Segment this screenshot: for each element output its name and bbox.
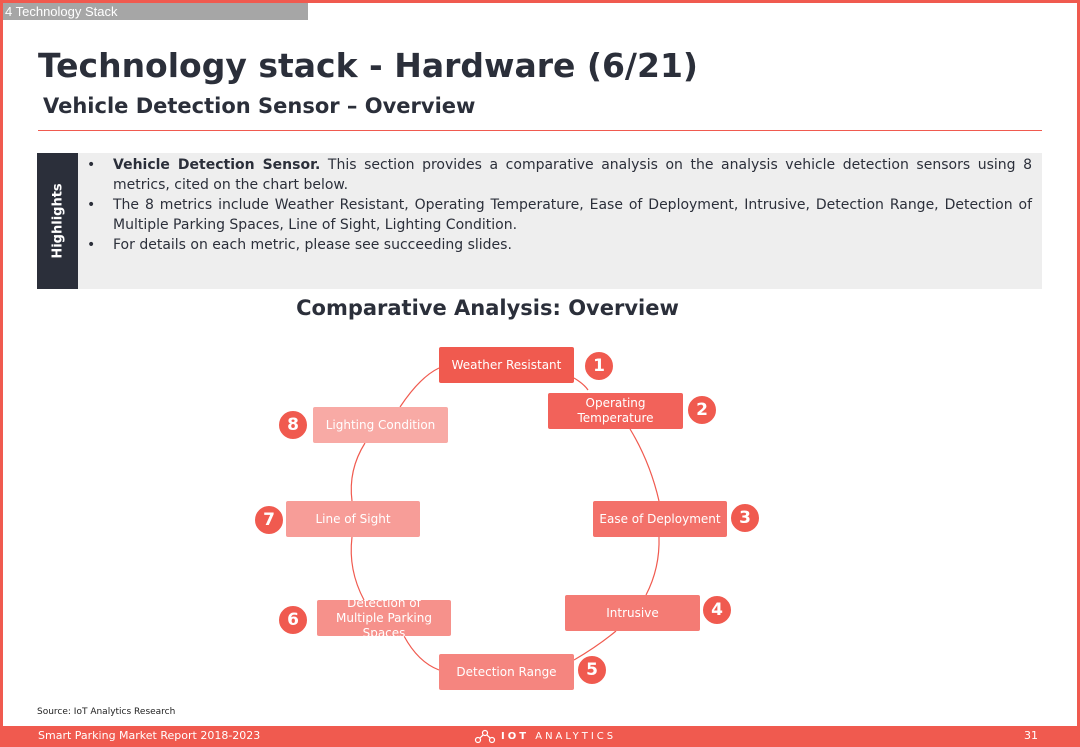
cycle-connector-arc xyxy=(399,367,440,408)
cycle-node-metric: Ease of Deployment xyxy=(593,501,727,537)
cycle-node-number-badge: 8 xyxy=(277,409,309,441)
cycle-connector-arc xyxy=(629,428,660,502)
title-divider xyxy=(38,130,1042,131)
footer-logo-bold: IOT xyxy=(501,730,530,742)
cycle-connector-arc xyxy=(645,536,660,596)
highlights-list: Vehicle Detection Sensor. This section p… xyxy=(87,155,1032,255)
highlight-bullet: Vehicle Detection Sensor. This section p… xyxy=(87,155,1032,195)
footer-logo: IOT ANALYTICS xyxy=(474,728,616,744)
highlight-bullet-text: For details on each metric, please see s… xyxy=(113,237,512,253)
cycle-node-number-badge: 7 xyxy=(253,504,285,536)
cycle-node-number-badge: 5 xyxy=(576,654,608,686)
cycle-node-metric: Weather Resistant xyxy=(439,347,574,383)
cycle-connector-arc xyxy=(403,635,440,671)
cycle-node-metric: Lighting Condition xyxy=(313,407,448,443)
footer-logo-text: IOT ANALYTICS xyxy=(501,731,616,742)
cycle-node-number-badge: 4 xyxy=(701,594,733,626)
diagram-title: Comparative Analysis: Overview xyxy=(296,296,679,320)
cycle-node-number-badge: 1 xyxy=(583,350,615,382)
cycle-node-metric: Detection Range xyxy=(439,654,574,690)
footer-report-name: Smart Parking Market Report 2018-2023 xyxy=(38,729,261,742)
page-title: Technology stack - Hardware (6/21) xyxy=(38,46,698,85)
cycle-node-number-badge: 6 xyxy=(277,604,309,636)
section-tag: 4 Technology Stack xyxy=(3,3,308,20)
footer-bar: Smart Parking Market Report 2018-2023 IO… xyxy=(0,726,1080,747)
highlight-bullet-text: This section provides a comparative anal… xyxy=(113,157,1032,193)
footer-page-number: 31 xyxy=(1024,729,1038,742)
cycle-connector-arc xyxy=(350,536,365,601)
highlights-tab: Highlights xyxy=(37,153,78,289)
footer-logo-light: ANALYTICS xyxy=(535,730,617,742)
cycle-node-metric: Line of Sight xyxy=(286,501,420,537)
iot-logo-icon xyxy=(474,729,496,744)
cycle-node-number-badge: 3 xyxy=(729,502,761,534)
cycle-node-metric: Operating Temperature xyxy=(548,393,683,429)
cycle-node-metric: Intrusive xyxy=(565,595,700,631)
source-note: Source: IoT Analytics Research xyxy=(37,707,176,717)
highlight-bullet: The 8 metrics include Weather Resistant,… xyxy=(87,195,1032,235)
highlights-box: Highlights Vehicle Detection Sensor. Thi… xyxy=(37,153,1042,289)
highlight-bullet-bold: Vehicle Detection Sensor. xyxy=(113,157,321,173)
highlight-bullet: For details on each metric, please see s… xyxy=(87,235,1032,255)
cycle-connector-arc xyxy=(350,442,366,502)
cycle-connector-arc xyxy=(573,630,617,661)
highlight-bullet-text: The 8 metrics include Weather Resistant,… xyxy=(113,197,1032,233)
cycle-connector-arc xyxy=(573,377,589,391)
cycle-node-number-badge: 2 xyxy=(686,394,718,426)
page-subtitle: Vehicle Detection Sensor – Overview xyxy=(43,94,476,118)
cycle-node-metric: Detection of Multiple Parking Spaces xyxy=(317,596,451,640)
